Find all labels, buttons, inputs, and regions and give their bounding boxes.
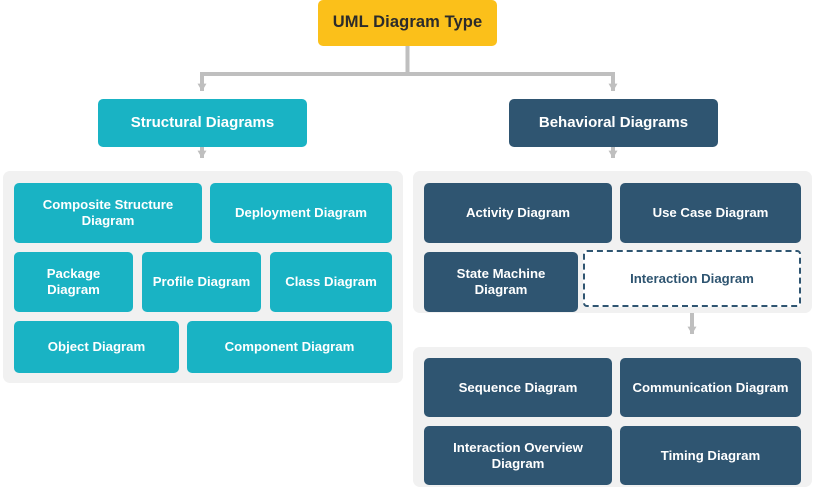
node-state-machine-diagram[interactable]: State Machine Diagram — [424, 252, 578, 312]
node-structural-diagrams[interactable]: Structural Diagrams — [98, 99, 307, 147]
node-profile-diagram[interactable]: Profile Diagram — [142, 252, 261, 312]
node-use-case-diagram[interactable]: Use Case Diagram — [620, 183, 801, 243]
node-object-diagram[interactable]: Object Diagram — [14, 321, 179, 373]
node-composite-structure-diagram[interactable]: Composite Structure Diagram — [14, 183, 202, 243]
interaction-diagrams-panel: Sequence Diagram Communication Diagram I… — [413, 347, 812, 487]
structural-diagrams-panel: Composite Structure Diagram Deployment D… — [3, 171, 403, 383]
node-interaction-diagram[interactable]: Interaction Diagram — [583, 250, 801, 307]
node-behavioral-diagrams[interactable]: Behavioral Diagrams — [509, 99, 718, 147]
node-package-diagram[interactable]: Package Diagram — [14, 252, 133, 312]
node-component-diagram[interactable]: Component Diagram — [187, 321, 392, 373]
behavioral-diagrams-panel: Activity Diagram Use Case Diagram State … — [413, 171, 812, 313]
node-sequence-diagram[interactable]: Sequence Diagram — [424, 358, 612, 417]
node-uml-diagram-type[interactable]: UML Diagram Type — [318, 0, 497, 46]
node-communication-diagram[interactable]: Communication Diagram — [620, 358, 801, 417]
node-activity-diagram[interactable]: Activity Diagram — [424, 183, 612, 243]
node-class-diagram[interactable]: Class Diagram — [270, 252, 392, 312]
node-timing-diagram[interactable]: Timing Diagram — [620, 426, 801, 485]
node-deployment-diagram[interactable]: Deployment Diagram — [210, 183, 392, 243]
node-interaction-overview-diagram[interactable]: Interaction Overview Diagram — [424, 426, 612, 485]
